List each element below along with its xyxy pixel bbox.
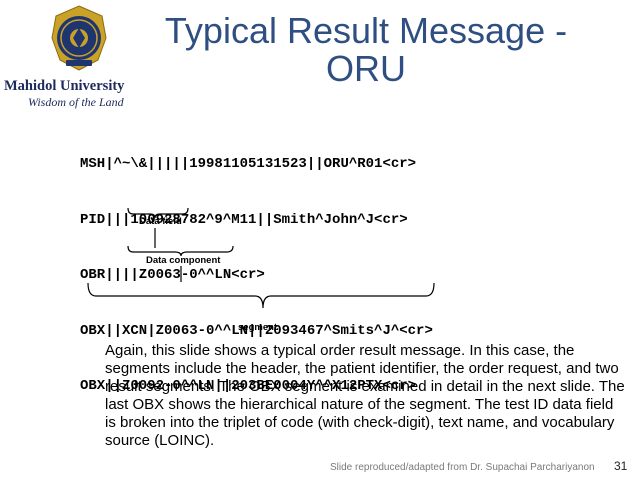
message-line-pid: PID|||100928782^9^M11||Smith^John^J<cr> xyxy=(80,211,408,228)
slide-credit: Slide reproduced/adapted from Dr. Supach… xyxy=(330,462,595,473)
message-line-obr: OBR||||Z0063-0^^LN<cr> xyxy=(80,267,265,283)
message-line-obx-2: OBX||Z0092-0^^LN||203BE0004Y^^X12PTX<cr> xyxy=(80,378,417,394)
page-number: 31 xyxy=(614,459,628,473)
slide-title: Typical Result Message - ORU xyxy=(164,10,568,89)
message-line-obx-1: OBX||XCN|Z0063-0^^LN||2093467^Smits^J^<c… xyxy=(80,322,433,339)
data-field-brace xyxy=(127,207,189,219)
segment-label: segment xyxy=(238,322,278,333)
data-field-label: Data field xyxy=(139,216,182,227)
data-component-brace xyxy=(127,245,234,257)
data-component-label: Data component xyxy=(146,255,221,266)
hl7-message: MSH|^~\&|||||19981105131523||ORU^R01<cr>… xyxy=(80,118,433,414)
university-seal-logo xyxy=(51,5,107,71)
slide-description: Again, this slide shows a typical order … xyxy=(105,342,625,449)
university-motto: Wisdom of the Land xyxy=(28,95,124,109)
segment-brace xyxy=(87,282,435,309)
university-name: Mahidol University xyxy=(4,78,125,94)
message-line-msh: MSH|^~\&|||||19981105131523||ORU^R01<cr> xyxy=(80,156,417,172)
